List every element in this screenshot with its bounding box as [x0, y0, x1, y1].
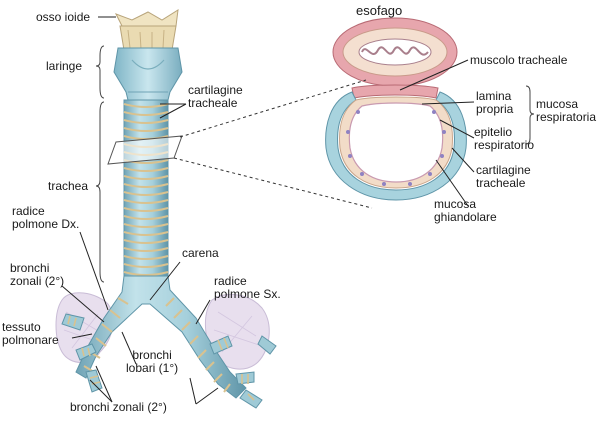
- bronchial-ring: [223, 383, 231, 393]
- bronchial-ring: [101, 323, 113, 333]
- tracheal-ring: [123, 231, 169, 236]
- tracheal-ring: [123, 215, 169, 220]
- label-tessuto-polmonare: tessuto polmonare: [2, 320, 59, 347]
- tracheal-ring: [123, 207, 169, 212]
- hyoid-bone: [114, 9, 179, 51]
- label-bronchi-lobari: bronchi lobari (1°): [126, 348, 179, 375]
- label-bronchi-zonali-bottom: bronchi zonali (2°): [70, 400, 167, 414]
- label-carena: carena: [182, 246, 219, 260]
- projection-lines: [173, 79, 373, 209]
- bronchial-ring: [117, 297, 129, 305]
- tracheal-ring: [123, 247, 169, 252]
- label-lamina-propria: lamina propria: [476, 89, 514, 116]
- label-epitelio-respiratorio: epitelio respiratorio: [474, 125, 535, 152]
- bronchial-ring: [173, 309, 183, 319]
- tracheal-ring: [123, 167, 169, 172]
- bronchi-ring-marks: [67, 315, 255, 401]
- tracheal-ring: [123, 255, 169, 260]
- label-radice-polmone-dx: radice polmone Dx.: [12, 204, 80, 231]
- trachea-section: [325, 91, 467, 201]
- tracheal-ring: [123, 175, 169, 180]
- larynx: [113, 47, 183, 101]
- tracheal-ring: [123, 183, 169, 188]
- label-radice-polmone-sx: radice polmone Sx.: [214, 274, 281, 301]
- trachea-tube: [123, 99, 169, 281]
- bronchial-ring: [205, 361, 215, 371]
- tracheal-ring: [123, 223, 169, 228]
- tracheal-ring: [123, 239, 169, 244]
- brackets: [95, 45, 535, 283]
- label-cartilagine-tracheale-right: cartilagine tracheale: [476, 163, 531, 190]
- label-mucosa-respiratoria: mucosa respiratoria: [536, 97, 597, 124]
- label-bronchi-zonali-left: bronchi zonali (2°): [10, 261, 65, 288]
- trachealis-muscle: [351, 84, 439, 99]
- label-esofago: esofago: [356, 3, 403, 18]
- zonal-bronchi: [61, 313, 277, 409]
- bronchial-ring: [181, 321, 191, 331]
- label-cartilagine-tracheale-left: cartilagine tracheale: [188, 83, 243, 110]
- label-laringe: laringe: [46, 59, 83, 73]
- tracheal-ring: [123, 263, 169, 268]
- leader-lines: [61, 16, 475, 405]
- tracheal-ring: [123, 199, 169, 204]
- bronchial-ring: [109, 309, 121, 319]
- tracheal-ring: [123, 111, 169, 116]
- label-trachea: trachea: [48, 179, 89, 193]
- tracheal-ring: [123, 103, 169, 108]
- bronchial-ring: [213, 373, 223, 383]
- tracheal-ring: [123, 271, 169, 276]
- esophagus-section: [332, 17, 458, 87]
- label-mucosa-ghiandolare: mucosa ghiandolare: [434, 197, 497, 224]
- tracheal-ring: [123, 191, 169, 196]
- bronchial-ring: [197, 349, 207, 359]
- label-muscolo-tracheale: muscolo tracheale: [470, 53, 568, 67]
- bronchial-ring: [165, 297, 175, 307]
- tracheal-ring: [123, 127, 169, 132]
- section-plane: [107, 135, 183, 165]
- bronchial-ring: [95, 337, 107, 347]
- bronchial-ring: [189, 335, 199, 345]
- label-osso-ioide: osso ioide: [36, 10, 91, 24]
- tracheal-ring: [123, 119, 169, 124]
